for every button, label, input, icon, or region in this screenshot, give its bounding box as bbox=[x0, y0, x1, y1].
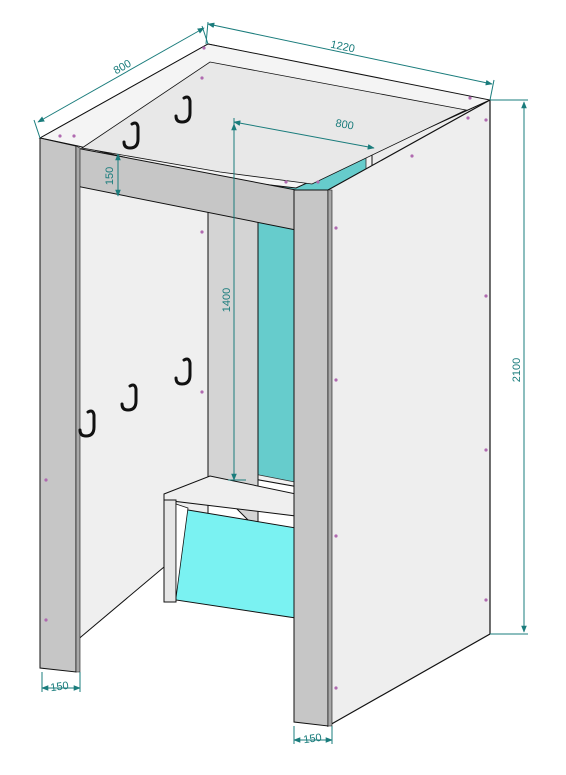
screw-mark bbox=[200, 230, 204, 234]
coat-hook-icon bbox=[78, 409, 96, 438]
screw-mark bbox=[200, 390, 204, 394]
dim-line-depth bbox=[37, 27, 205, 123]
right-front-post bbox=[293, 189, 333, 727]
screw-mark bbox=[468, 96, 472, 100]
screw-mark bbox=[466, 116, 470, 120]
label-depth: 800 bbox=[112, 58, 134, 77]
label-post-left: 150 bbox=[50, 680, 70, 694]
screw-mark bbox=[44, 618, 48, 622]
dim-line-width bbox=[207, 22, 493, 86]
screw-mark bbox=[334, 686, 338, 690]
screw-mark bbox=[334, 534, 338, 538]
shoe-rack-flap bbox=[175, 503, 189, 599]
screw-mark bbox=[484, 448, 488, 452]
screw-mark bbox=[316, 180, 320, 184]
coat-hook-icon bbox=[122, 121, 140, 150]
dim-line-mirror-width bbox=[233, 120, 375, 150]
screw-mark bbox=[484, 118, 488, 122]
screw-mark bbox=[44, 478, 48, 482]
screw-mark bbox=[58, 134, 62, 138]
label-height: 2100 bbox=[511, 358, 523, 382]
screw-mark bbox=[484, 598, 488, 602]
screw-mark bbox=[410, 154, 414, 158]
right-side-panel bbox=[327, 98, 491, 728]
label-mirror-height: 1400 bbox=[221, 288, 233, 312]
screw-mark bbox=[334, 378, 338, 382]
screw-mark bbox=[200, 76, 204, 80]
bench-side bbox=[163, 499, 177, 603]
label-beam-height: 150 bbox=[104, 167, 116, 185]
left-front-post bbox=[39, 137, 81, 673]
label-mirror-width: 800 bbox=[334, 118, 354, 133]
label-total-width: 1220 bbox=[329, 39, 355, 56]
screw-mark bbox=[334, 226, 338, 230]
coat-hook-icon bbox=[120, 383, 138, 412]
screw-mark bbox=[202, 46, 206, 50]
coat-hook-icon bbox=[174, 357, 192, 386]
shoe-rack-front bbox=[175, 507, 297, 619]
shoe-bench bbox=[163, 475, 297, 619]
screw-mark bbox=[72, 134, 76, 138]
screw-mark bbox=[484, 294, 488, 298]
screw-mark bbox=[284, 180, 288, 184]
label-post-right: 150 bbox=[303, 732, 323, 746]
